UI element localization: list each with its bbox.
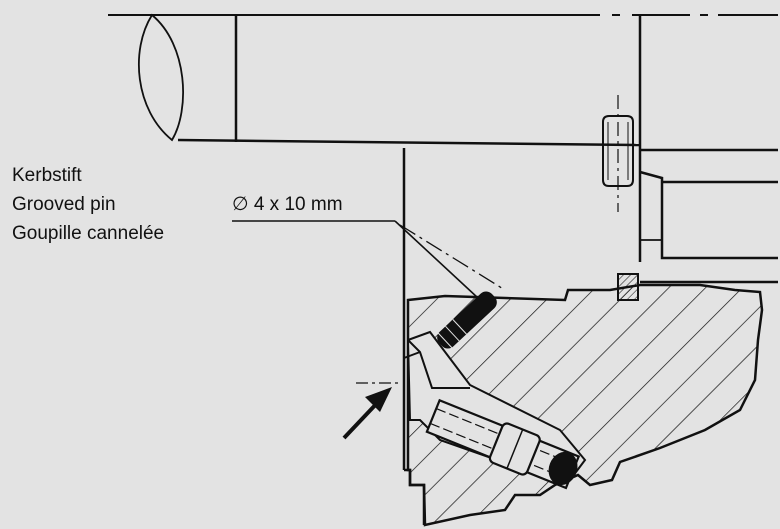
oblique-plunger [425, 398, 581, 490]
arrow-icon [342, 387, 392, 440]
retaining-ring-section [617, 273, 639, 301]
label-english: Grooved pin [12, 194, 116, 215]
leader-line [232, 220, 479, 299]
dimension-label: ∅ 4 x 10 mm [232, 194, 343, 215]
grooved-pin [437, 291, 497, 349]
shaft-break-line [137, 13, 184, 142]
upper-set-screw [602, 95, 634, 212]
shaft [137, 13, 642, 262]
label-german: Kerbstift [12, 165, 82, 186]
bore-edges [403, 339, 470, 389]
pin-center-line [399, 224, 506, 291]
label-french: Goupille cannelée [12, 223, 165, 244]
